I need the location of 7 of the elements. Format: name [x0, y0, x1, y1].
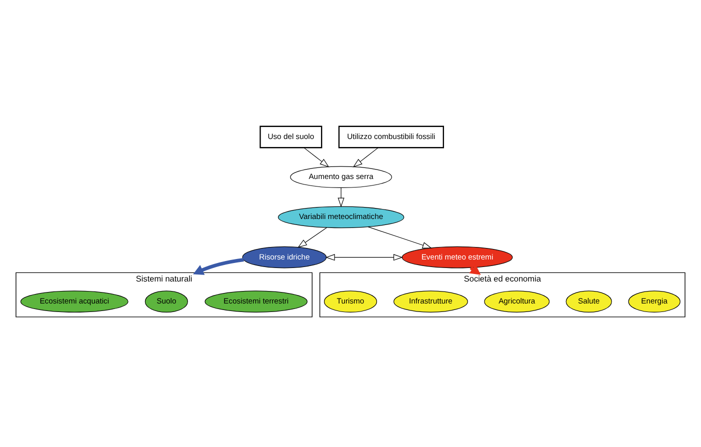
arrow — [193, 258, 244, 274]
arrow — [325, 254, 403, 260]
arrow — [298, 226, 328, 248]
arrow — [304, 147, 330, 167]
arrow — [338, 187, 344, 207]
arrow — [368, 226, 432, 248]
arrow — [352, 147, 378, 167]
